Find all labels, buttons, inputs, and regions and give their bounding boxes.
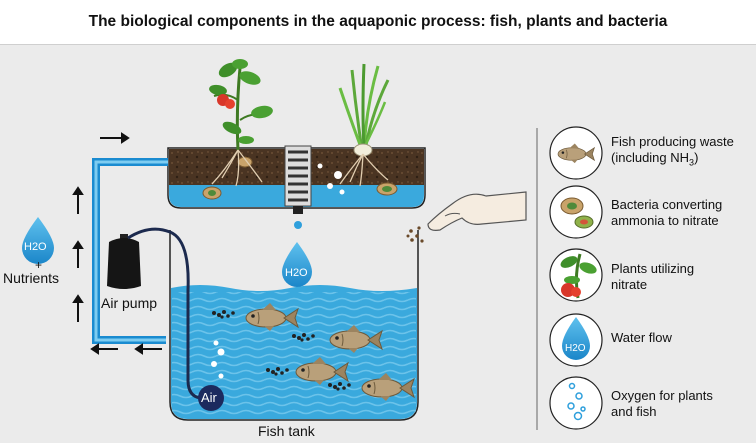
legend-fish-line2: (including NH3)	[611, 150, 734, 171]
nutrients-label: Nutrients	[3, 270, 60, 286]
legend-plants-line1: Plants utilizing	[611, 261, 695, 276]
legend-fish-icon	[549, 126, 603, 180]
water-drop-icon	[22, 217, 54, 264]
legend-item-fish: Fish producing waste (including NH3)	[611, 134, 734, 171]
legend-bacteria-line1: Bacteria converting	[611, 197, 723, 212]
legend-water-icon-text: H2O	[565, 343, 586, 354]
legend-oxygen-line2: and fish	[611, 404, 657, 419]
legend-item-plants: Plants utilizing nitrate	[611, 261, 694, 293]
legend-bacteria-icon	[549, 185, 603, 239]
fish-tank-label: Fish tank	[258, 423, 315, 439]
plus-label: +	[35, 258, 43, 272]
air-pump-label: Air pump	[101, 295, 158, 311]
legend-plants-line2: nitrate	[611, 277, 648, 292]
grow-bed	[167, 145, 426, 214]
legend-plant-icon	[549, 248, 603, 302]
feeding-hand	[406, 191, 527, 243]
legend-item-bacteria: Bacteria converting ammonia to nitrate	[611, 197, 722, 229]
tomato-plant	[209, 59, 273, 187]
legend-item-water: Water flow	[611, 330, 672, 346]
legend-fish-line1: Fish producing waste	[611, 134, 734, 149]
legend-water-drop-icon	[549, 313, 603, 367]
legend-item-oxygen: Oxygen for plants and fish	[611, 388, 713, 420]
legend-fish-line2-end: )	[694, 150, 699, 165]
onion-plant	[338, 63, 390, 187]
h2o-label-left: H2O	[24, 241, 47, 253]
h2o-drop-label: H2O	[285, 267, 308, 279]
legend-water-line1: Water flow	[611, 330, 672, 345]
page-title: The biological components in the aquapon…	[0, 0, 756, 45]
legend-fish-line2-text: (including NH	[611, 150, 690, 165]
legend-oxygen-bubbles-icon	[549, 376, 603, 430]
flow-arrows	[72, 132, 162, 355]
air-stone	[198, 340, 225, 411]
air-pump	[107, 227, 201, 400]
legend-fish-subscript: 3	[689, 157, 695, 168]
air-label: Air	[201, 390, 217, 405]
legend-bacteria-line2: ammonia to nitrate	[611, 213, 719, 228]
legend-oxygen-line1: Oxygen for plants	[611, 388, 713, 403]
falling-water-drop-icon	[282, 221, 312, 287]
return-pipe	[92, 158, 168, 344]
